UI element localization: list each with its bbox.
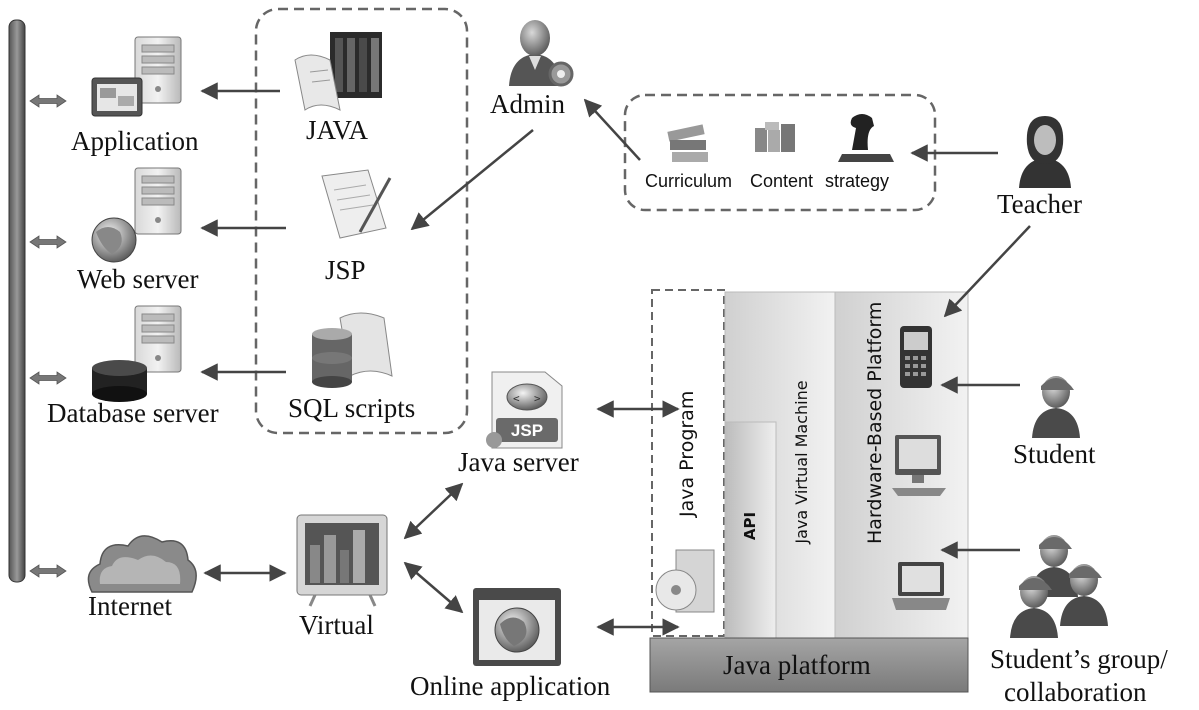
web-server-icon <box>91 167 182 263</box>
strategy-label: strategy <box>825 171 890 191</box>
content-icon <box>755 122 795 152</box>
java-label: JAVA <box>306 115 369 145</box>
online-application-icon <box>473 588 561 666</box>
teacher-icon <box>1019 116 1071 188</box>
java-platform-label: Java platform <box>723 650 871 680</box>
application-label: Application <box>71 126 199 156</box>
connectors <box>200 82 1031 636</box>
bus-connector-web-server <box>29 235 67 249</box>
code-group-box <box>254 7 469 435</box>
student-group-icon <box>1010 535 1108 638</box>
admin-label: Admin <box>490 89 566 119</box>
desktop-computer-icon <box>892 435 946 496</box>
student-group-label-line2: collaboration <box>1004 677 1147 707</box>
arrow-curriculum-to-admin <box>583 98 641 161</box>
internet-label: Internet <box>88 591 172 621</box>
strategy-icon <box>838 114 894 162</box>
laptop-icon <box>892 562 950 610</box>
arrow-virtual-java-server <box>403 482 464 540</box>
curriculum-label: Curriculum <box>645 171 733 191</box>
svg-text:>: > <box>534 392 541 405</box>
student-icon <box>1032 376 1080 438</box>
api-panel <box>725 421 777 639</box>
sql-icon <box>312 312 393 388</box>
student-label: Student <box>1013 439 1096 469</box>
svg-text:<: < <box>513 392 520 405</box>
arrow-admin-to-jsp <box>410 129 534 231</box>
database-server-label: Database server <box>47 398 219 428</box>
hardware-label: Hardware-Based Platform <box>864 301 886 544</box>
jvm-label: Java Virtual Machine <box>792 380 811 544</box>
java-icon <box>294 32 382 111</box>
internet-icon <box>87 535 197 593</box>
bus-connector-database <box>29 371 67 385</box>
database-server-icon <box>92 305 182 402</box>
java-server-label: Java server <box>458 447 579 477</box>
arrow-teacher-to-phone <box>943 225 1031 318</box>
curriculum-group-box <box>623 93 937 212</box>
online-application-label: Online application <box>410 671 611 701</box>
jsp-label: JSP <box>325 255 366 285</box>
java-program-label: Java Program <box>676 390 698 517</box>
java-program-box <box>651 289 725 637</box>
java-server-icon: < > JSP <box>486 371 563 449</box>
arrow-virtual-online-app <box>403 561 464 614</box>
virtual-icon <box>296 514 388 607</box>
admin-icon <box>509 20 574 87</box>
bus-connector-application <box>29 94 67 108</box>
api-label: API <box>741 511 759 541</box>
software-disc-icon <box>655 549 715 613</box>
student-group-label-line1: Student’s group/ <box>990 644 1168 674</box>
application-icon <box>91 36 182 117</box>
virtual-label: Virtual <box>299 610 374 640</box>
curriculum-icon <box>667 124 708 162</box>
web-server-label: Web server <box>77 264 199 294</box>
sql-scripts-label: SQL scripts <box>288 393 416 423</box>
mobile-phone-icon <box>900 326 932 388</box>
teacher-label: Teacher <box>997 189 1083 219</box>
content-label: Content <box>750 171 814 191</box>
bus-connector-internet <box>29 564 67 578</box>
java-server-badge-label: JSP <box>511 421 543 440</box>
bus-bar <box>8 19 26 583</box>
jsp-icon <box>321 169 392 239</box>
java-platform-bar <box>649 637 969 693</box>
